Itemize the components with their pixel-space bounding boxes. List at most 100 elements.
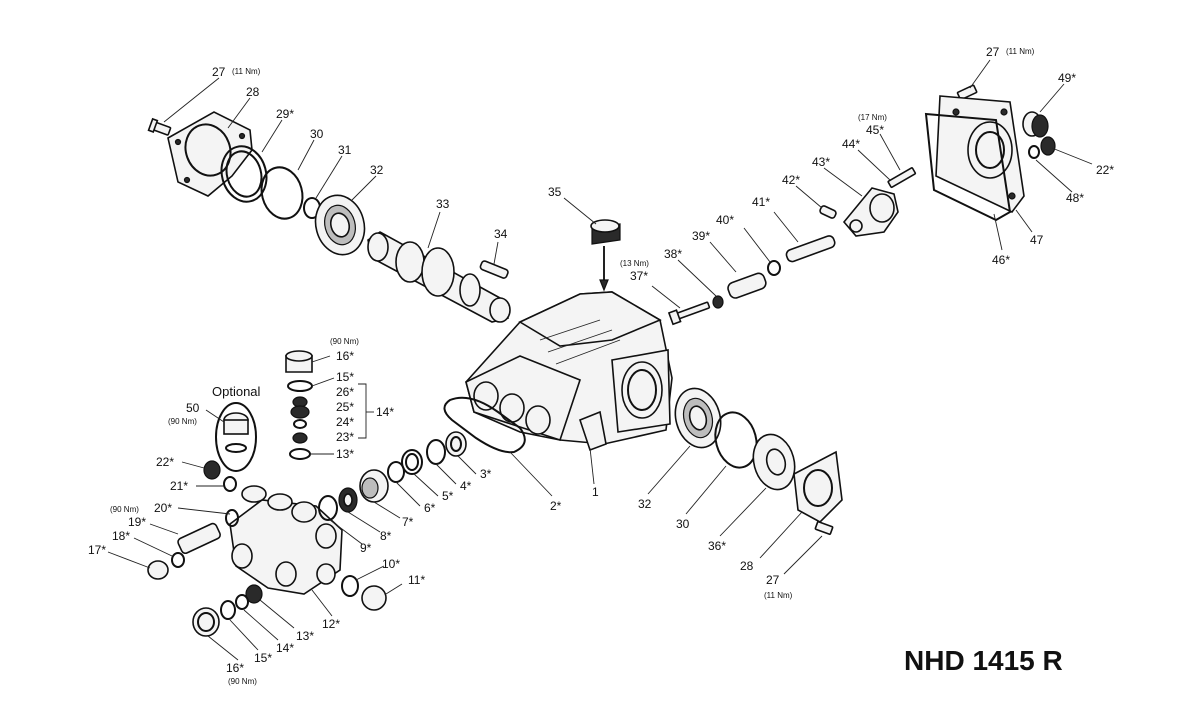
callout-11: 11* <box>408 573 425 587</box>
callout-13-bottom: 13* <box>296 629 314 643</box>
callout-13-top: 13* <box>336 447 354 461</box>
callout-24: 24* <box>336 415 354 429</box>
plug-16-top <box>285 350 313 373</box>
svg-text:(90 Nm): (90 Nm) <box>228 677 257 686</box>
seal-36 <box>752 433 796 491</box>
callout-45: (17 Nm) 45* <box>858 113 887 137</box>
plug-20 <box>225 509 239 527</box>
callout-4: 4* <box>460 479 472 493</box>
callout-21: 21* <box>170 479 188 493</box>
callout-42: 42* <box>782 173 800 187</box>
callout-14-top: 14* <box>376 405 394 419</box>
valve-13-14-bottom <box>235 584 263 610</box>
svg-text:45*: 45* <box>866 123 884 137</box>
callout-32-right: 32 <box>638 497 652 511</box>
crankcase-1 <box>465 291 673 452</box>
callout-16-top: (90 Nm) 16* <box>330 337 359 363</box>
callout-3: 3* <box>480 467 492 481</box>
svg-text:27: 27 <box>766 573 780 587</box>
cover-plate-28-right <box>793 450 843 523</box>
optional-label: Optional <box>212 384 261 399</box>
o-ring-15-top <box>287 380 313 392</box>
bolt-44-45 <box>887 167 917 189</box>
fitting-19 <box>177 522 221 555</box>
callout-22-left: 22* <box>156 455 174 469</box>
callout-25: 25* <box>336 400 354 414</box>
callout-labels: 27 (11 Nm) 28 29* 30 31 32 33 34 35 (13 … <box>88 45 1114 686</box>
callout-15-top: 15* <box>336 370 354 384</box>
callout-14-bottom: 14* <box>276 641 294 655</box>
callout-19: 19* <box>128 515 146 529</box>
svg-text:37*: 37* <box>630 269 648 283</box>
svg-text:(13 Nm): (13 Nm) <box>620 259 649 268</box>
connecting-rod-43 <box>842 187 899 237</box>
gasket-2 <box>443 396 526 454</box>
callout-31: 31 <box>338 143 352 157</box>
plug-11 <box>361 585 387 611</box>
seal-49 <box>1022 111 1049 138</box>
svg-text:(17 Nm): (17 Nm) <box>858 113 887 122</box>
bolt-27-right-bottom <box>814 520 834 536</box>
callout-10: 10* <box>382 557 400 571</box>
callout-38: 38* <box>664 247 682 261</box>
svg-text:20*: 20* <box>154 501 172 515</box>
callout-6: 6* <box>424 501 436 515</box>
svg-text:(90 Nm): (90 Nm) <box>110 505 139 514</box>
callout-41: 41* <box>752 195 770 209</box>
callout-28: 28 <box>246 85 260 99</box>
ring-23 <box>292 432 308 444</box>
callout-27-bottom-right: 27 (11 Nm) <box>764 573 793 600</box>
callout-7: 7* <box>402 515 414 529</box>
svg-text:16*: 16* <box>336 349 354 363</box>
parts-drawing <box>147 84 1056 637</box>
callout-2: 2* <box>550 499 562 513</box>
model-title: NHD 1415 R <box>904 645 1063 676</box>
callout-17: 17* <box>88 543 106 557</box>
svg-text:(90 Nm): (90 Nm) <box>330 337 359 346</box>
bolt-37 <box>667 301 711 326</box>
washer-38 <box>712 295 724 309</box>
svg-text:(11 Nm): (11 Nm) <box>764 591 793 600</box>
svg-text:50: 50 <box>186 401 200 415</box>
callout-46: 46* <box>992 253 1010 267</box>
o-ring-30-top <box>260 166 304 220</box>
bolt-27-top-right <box>956 84 978 101</box>
callout-27-top-right: 27 (11 Nm) <box>986 45 1035 59</box>
ring-24 <box>293 419 307 429</box>
callout-35: 35 <box>548 185 562 199</box>
crankshaft-33 <box>367 231 511 323</box>
callout-30: 30 <box>310 127 324 141</box>
o-ring-30-right <box>714 411 758 469</box>
callout-16-bottom: 16* (90 Nm) <box>226 661 257 686</box>
svg-text:16*: 16* <box>226 661 244 675</box>
callout-34: 34 <box>494 227 508 241</box>
plug-17 <box>147 560 169 580</box>
callout-26: 26* <box>336 385 354 399</box>
seal-5 <box>401 449 423 475</box>
svg-text:(11 Nm): (11 Nm) <box>1006 47 1035 56</box>
pin-42 <box>819 205 837 219</box>
callout-1: 1 <box>592 485 599 499</box>
callout-47: 47 <box>1030 233 1044 247</box>
callout-33: 33 <box>436 197 450 211</box>
callout-18: 18* <box>112 529 130 543</box>
seal-9 <box>318 495 338 521</box>
o-ring-40 <box>767 260 781 276</box>
callout-15-bottom: 15* <box>254 651 272 665</box>
plug-22-left <box>203 460 221 480</box>
optional-part-50 <box>215 402 257 472</box>
svg-text:(90 Nm): (90 Nm) <box>168 417 197 426</box>
callout-39: 39* <box>692 229 710 243</box>
callout-29: 29* <box>276 107 294 121</box>
callout-32: 32 <box>370 163 384 177</box>
callout-20: (90 Nm) 20* <box>110 501 172 515</box>
manifold-head-12 <box>229 485 343 595</box>
callout-22-right: 22* <box>1096 163 1114 177</box>
svg-text:(11 Nm): (11 Nm) <box>232 67 261 76</box>
piston-39 <box>727 272 767 299</box>
callout-40: 40* <box>716 213 734 227</box>
callout-28-right: 28 <box>740 559 754 573</box>
seal-3 <box>445 431 467 457</box>
key-34 <box>479 260 509 279</box>
